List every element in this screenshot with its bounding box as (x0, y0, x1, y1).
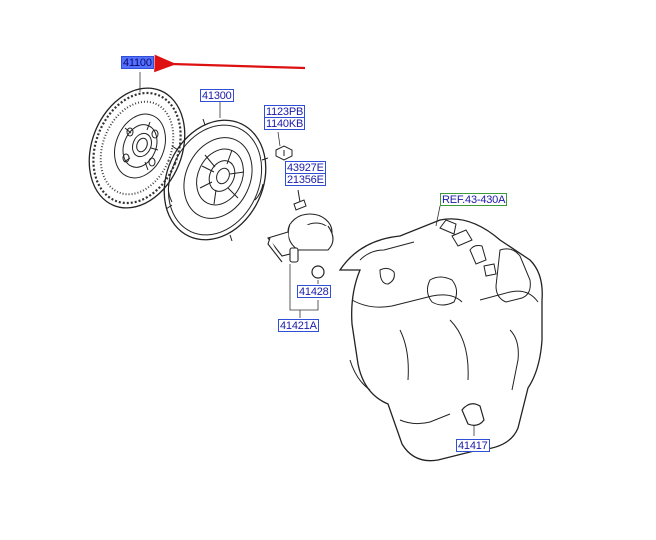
part-label-group-fittings: 43927E 21356E (285, 161, 326, 186)
part-label-43927e[interactable]: 43927E (285, 161, 326, 174)
part-label-group-bolts: 1123PB 1140KB (264, 105, 306, 130)
bolt[interactable] (275, 145, 293, 161)
part-label-41100[interactable]: 41100 (121, 56, 154, 69)
highlight-arrow (154, 54, 306, 73)
part-label-41417[interactable]: 41417 (456, 439, 490, 452)
part-label-41428[interactable]: 41428 (297, 285, 331, 298)
part-label-41421a[interactable]: 41421A (278, 319, 319, 332)
transmission-housing (338, 218, 543, 462)
o-ring[interactable] (311, 265, 325, 279)
clutch-disc[interactable] (72, 74, 202, 223)
part-label-41300[interactable]: 41300 (200, 89, 234, 102)
part-label-1140kb[interactable]: 1140KB (264, 117, 306, 130)
part-label-1123pb[interactable]: 1123PB (264, 105, 306, 118)
cover-plate[interactable] (461, 403, 485, 426)
bleeder-fitting[interactable] (293, 189, 307, 211)
reference-label[interactable]: REF.43-430A (440, 193, 508, 206)
clutch-cover[interactable] (145, 104, 284, 257)
part-label-21356e[interactable]: 21356E (285, 173, 326, 186)
release-cylinder[interactable] (267, 213, 334, 263)
